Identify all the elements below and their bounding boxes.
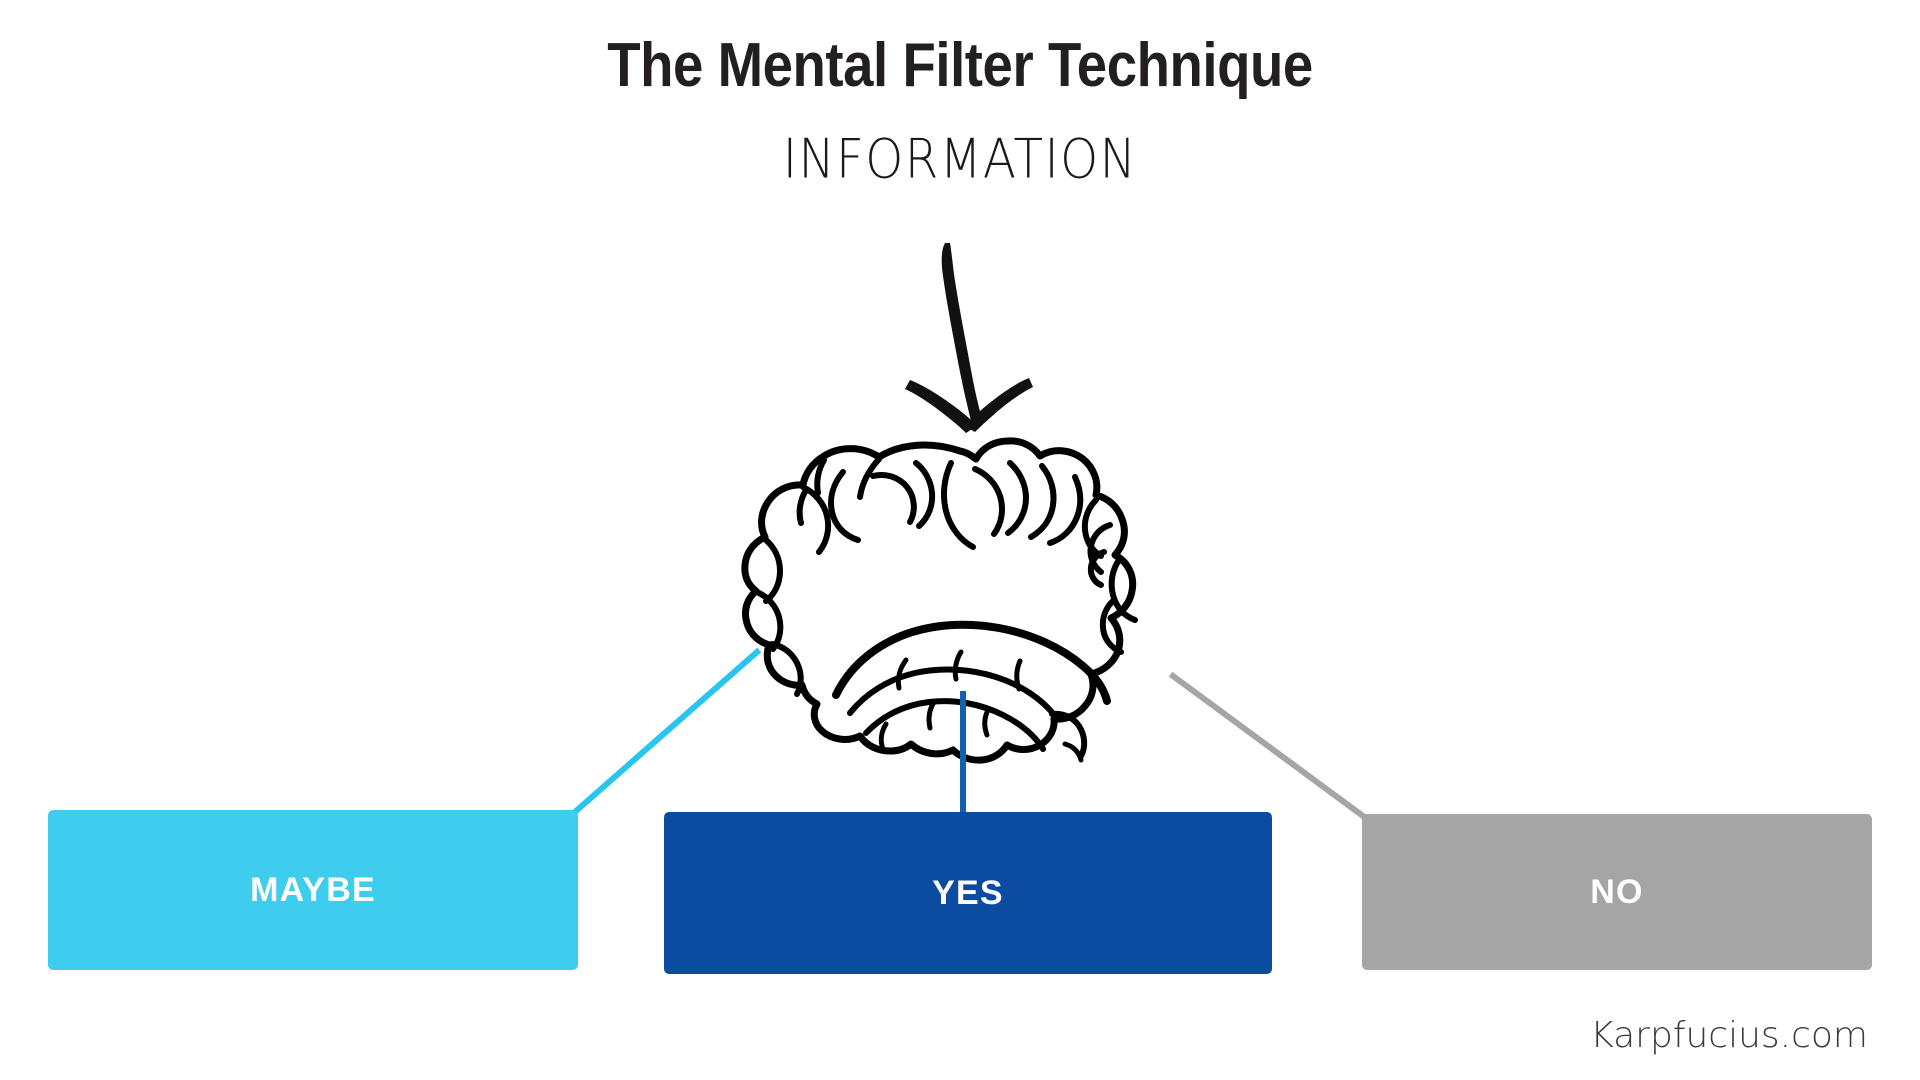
site-watermark: Karpfucius.com <box>1590 1015 1868 1056</box>
down-arrow-icon <box>905 243 1033 433</box>
brain-illustration <box>741 437 1138 764</box>
outcome-box-maybe[interactable]: MAYBE <box>48 810 578 970</box>
information-label: INFORMATION <box>782 128 1138 192</box>
outcome-box-no[interactable]: NO <box>1362 814 1872 970</box>
connector-line-no <box>1168 671 1368 821</box>
outcome-label-no: NO <box>1590 872 1644 911</box>
outcome-label-maybe: MAYBE <box>250 870 376 909</box>
connector-line-maybe <box>571 647 762 816</box>
page-title: The Mental Filter Technique <box>607 31 1313 100</box>
outcome-label-yes: YES <box>932 873 1004 912</box>
outcome-box-yes[interactable]: YES <box>664 812 1272 974</box>
